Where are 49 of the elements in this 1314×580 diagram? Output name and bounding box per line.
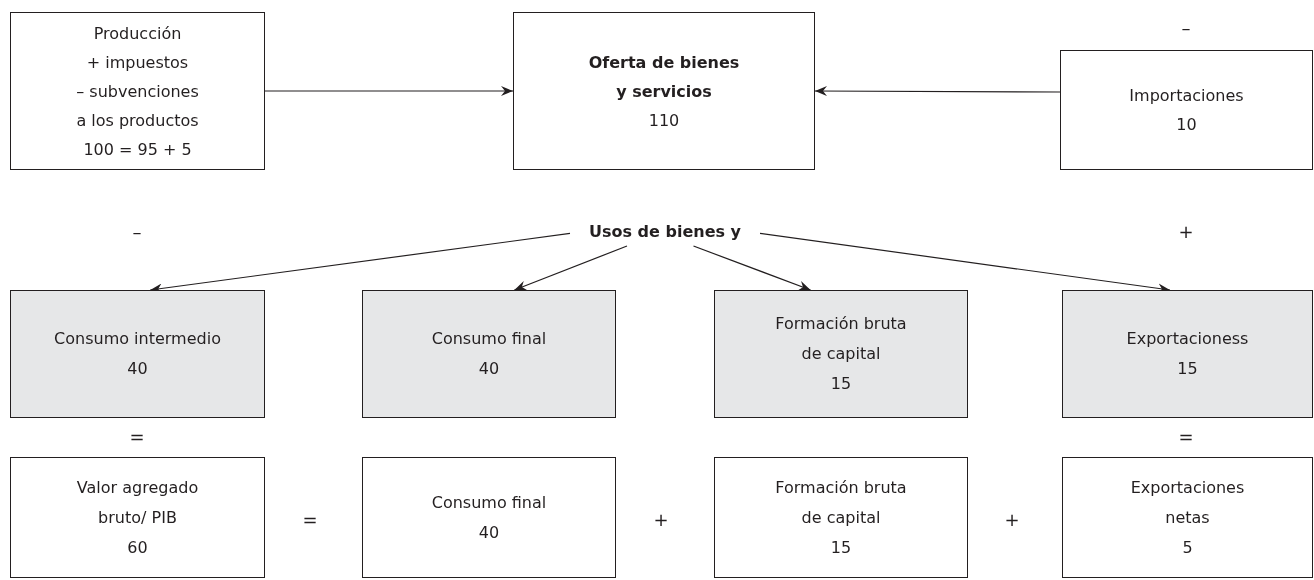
- box-value: 15: [830, 373, 852, 395]
- process-box: [714, 290, 968, 418]
- box-value: 110: [648, 109, 680, 132]
- box-title: Valor agregado bruto/ PIB: [75, 476, 200, 529]
- heading-text: Usos de bienes y: [570, 218, 760, 246]
- box-value: 100 = 95 + 5: [83, 138, 192, 161]
- box-title: Formación bruta de capital: [774, 313, 908, 365]
- operator-sign: +: [1004, 511, 1020, 529]
- process-box: [513, 12, 815, 170]
- box-title: Consumo intermedio: [54, 328, 221, 350]
- operator-sign: =: [302, 511, 318, 529]
- operator-sign: +: [653, 511, 669, 529]
- box-title: Exportaciones netas: [1129, 476, 1246, 529]
- arrow: [264, 86, 514, 96]
- operator-sign: +: [1178, 223, 1194, 241]
- box-value: a los productos: [76, 109, 199, 132]
- process-box: [362, 290, 616, 418]
- process-box: [714, 457, 968, 578]
- operator-sign: =: [1178, 428, 1194, 446]
- box-value: 5: [1182, 536, 1193, 559]
- box-title: Exportacioness: [1126, 328, 1249, 350]
- process-box: [362, 457, 616, 578]
- process-box: [1060, 50, 1313, 170]
- box-title: Oferta de bienes y servicios: [587, 51, 741, 103]
- process-box: [10, 457, 265, 578]
- box-title: Producción: [93, 22, 182, 45]
- arrow: [513, 245, 628, 291]
- box-value: 40: [478, 358, 500, 380]
- process-box: [1062, 457, 1313, 578]
- process-box: [10, 290, 265, 418]
- process-box: [10, 12, 265, 170]
- box-value: 40: [478, 521, 500, 544]
- box-title: Consumo final: [431, 328, 547, 350]
- box-title: Importaciones: [1129, 85, 1244, 107]
- box-value: 10: [1176, 114, 1197, 136]
- box-title: Formación bruta de capital: [774, 476, 908, 529]
- box-title: Consumo final: [431, 491, 547, 514]
- box-value: + impuestos: [86, 51, 189, 74]
- arrow: [692, 245, 812, 291]
- arrow: [814, 86, 1061, 97]
- box-value: 15: [830, 536, 852, 559]
- box-value: 15: [1177, 358, 1198, 380]
- box-value: 60: [127, 536, 148, 559]
- process-box: [1062, 290, 1313, 418]
- operator-sign: =: [129, 428, 145, 446]
- box-value: – subvenciones: [76, 80, 199, 103]
- operator-sign: –: [132, 223, 142, 241]
- operator-sign: –: [1181, 19, 1191, 37]
- box-value: 40: [127, 358, 148, 380]
